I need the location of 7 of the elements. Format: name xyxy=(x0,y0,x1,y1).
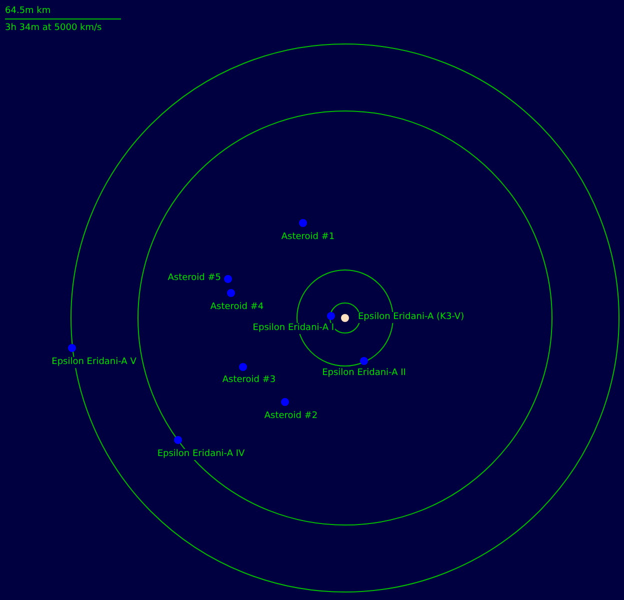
body-label: Epsilon Eridani-A (K3-V) xyxy=(357,312,466,323)
body-label: Epsilon Eridani-A IV xyxy=(156,449,246,460)
body-label: Epsilon Eridani-A V xyxy=(50,357,138,368)
scale-distance: 64.5m km xyxy=(5,5,51,17)
body-label: Epsilon Eridani-A I xyxy=(252,323,335,334)
scale-travel-time: 3h 34m at 5000 km/s xyxy=(5,22,102,34)
body-label: Epsilon Eridani-A II xyxy=(321,368,407,379)
